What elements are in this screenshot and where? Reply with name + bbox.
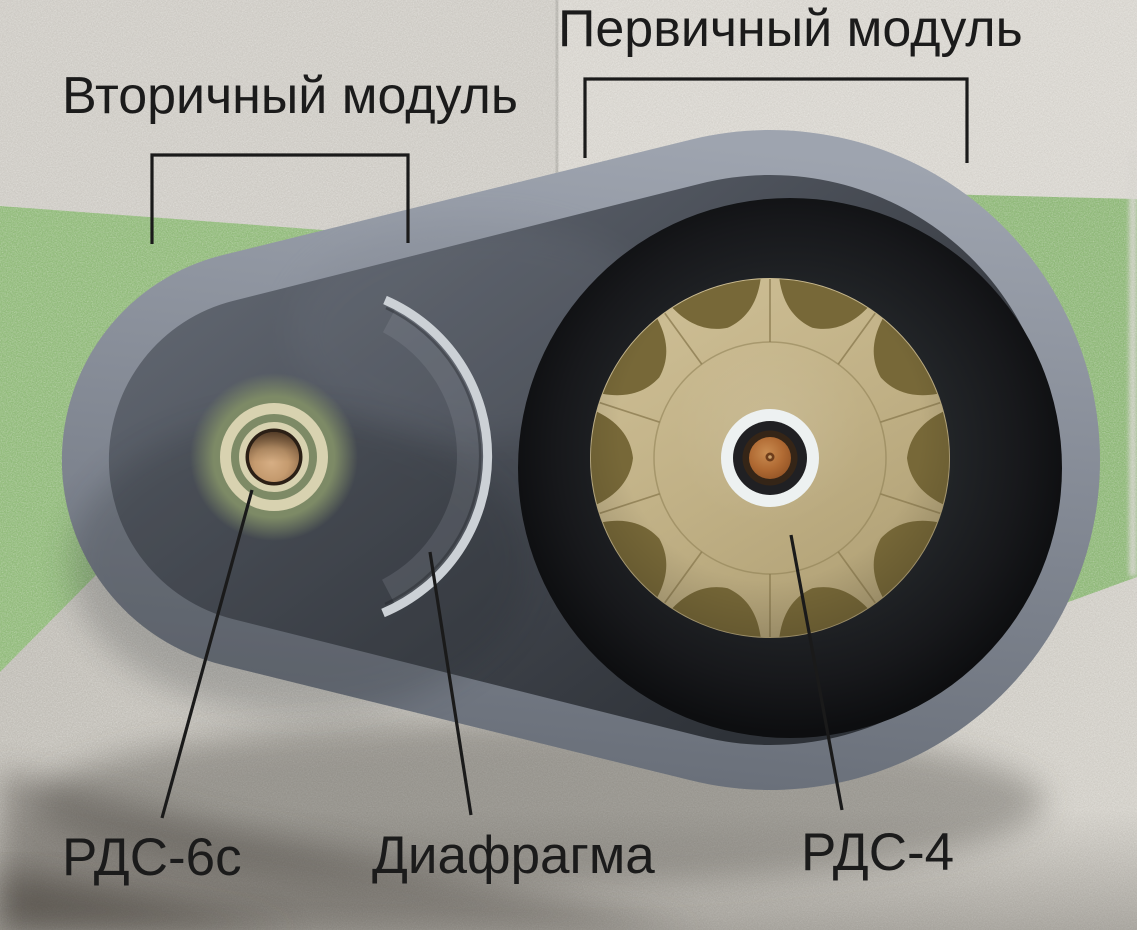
primary-assembly bbox=[590, 278, 950, 638]
secondary-assembly bbox=[190, 373, 358, 541]
cavity-lower-shading bbox=[70, 415, 530, 715]
secondary-cream-ring-inner bbox=[239, 422, 309, 492]
diaphragm-edge-shadow bbox=[384, 306, 482, 606]
label-primary-module: Первичный модуль bbox=[558, 0, 1023, 58]
diaphragm-face bbox=[381, 305, 487, 607]
label-diaphragm: Диафрагма bbox=[372, 826, 655, 885]
secondary-cream-ring-outer bbox=[220, 403, 328, 511]
label-secondary-module: Вторичный модуль bbox=[62, 67, 518, 125]
bottom-shade bbox=[0, 810, 1137, 930]
leader-line-rds4 bbox=[789, 534, 844, 811]
label-rds6s: РДС-6с bbox=[62, 828, 242, 887]
label-rds4: РДС-4 bbox=[801, 823, 955, 882]
diaphragm-group bbox=[381, 295, 493, 618]
bracket-secondary-module bbox=[150, 153, 410, 244]
core-center-pin bbox=[768, 455, 772, 459]
diaphragm-arc bbox=[381, 295, 493, 618]
secondary-sphere-shadow bbox=[249, 432, 299, 482]
leader-line-rds6s bbox=[160, 489, 254, 819]
bracket-primary-module bbox=[583, 77, 969, 163]
annotation-lines bbox=[150, 77, 969, 819]
leader-line-diaphragm bbox=[428, 551, 473, 816]
